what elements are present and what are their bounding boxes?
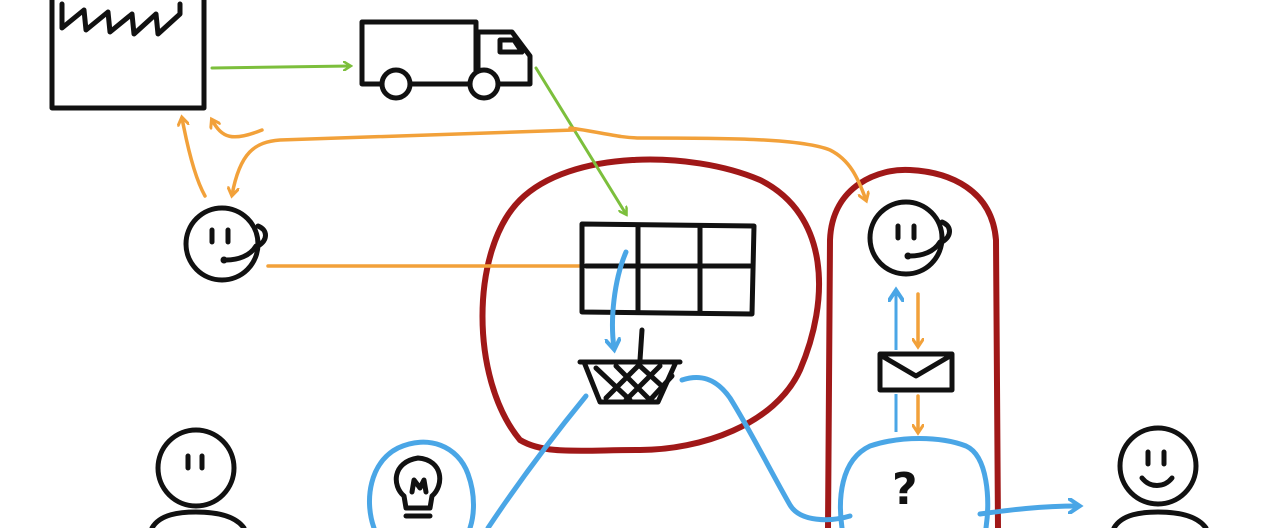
lightbulb-bubble [366,439,476,528]
basket-to-question-path [679,374,853,523]
question-mark: ? [892,464,918,515]
feedback-loop-arrow [212,120,264,139]
envelope-icon [877,351,955,393]
warehouse-group-outline [479,156,822,454]
truck-to-warehouse-arrow [534,66,626,214]
shelf-to-basket-arrow [613,249,629,348]
delivery-truck-icon [359,19,533,101]
agent-return-arrow [232,128,576,195]
question-bubble [838,436,991,528]
order-feedback-arrow [568,126,866,200]
shopping-basket-icon [577,327,683,405]
support-agent-icon-right [867,199,952,277]
customer-icon-right [1111,425,1209,528]
question-to-customer-arrow [977,506,1078,517]
customer-icon [149,427,247,528]
support-agent-icon [183,205,268,283]
factory-to-truck-arrow [210,66,350,68]
lightbulb-icon [393,455,443,519]
support-group-outline [825,166,1001,528]
agent-to-factory-arrow [182,118,207,198]
warehouse-shelf-icon [579,221,757,317]
factory-icon [49,0,207,111]
basket-to-customer-path [485,393,589,528]
